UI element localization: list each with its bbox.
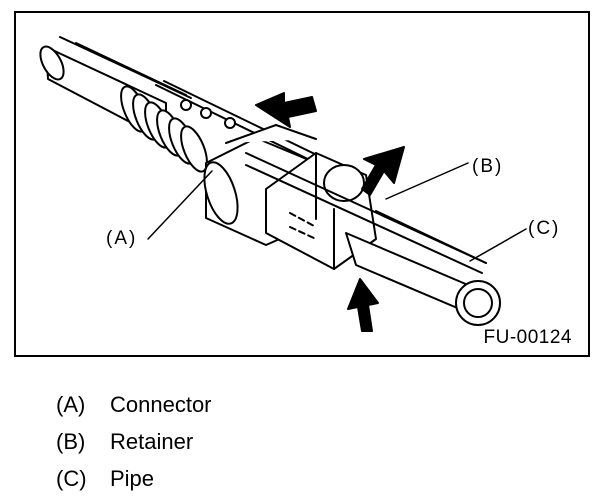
legend-label: Retainer xyxy=(110,428,194,454)
callout-c: (C) xyxy=(528,218,561,239)
pipe-right xyxy=(345,210,501,326)
figure-frame: (A) (B) (C) FU-00124 xyxy=(14,11,590,357)
leader-line-b xyxy=(385,162,469,200)
figure-code: FU-00124 xyxy=(483,327,572,348)
corrugation xyxy=(120,85,208,173)
callout-a: (A) xyxy=(106,228,138,249)
callout-b: (B) xyxy=(472,156,504,177)
pipe-rod xyxy=(245,152,487,274)
legend-key: (A) xyxy=(56,391,86,417)
legend-item: (B) Retainer xyxy=(56,423,212,460)
leader-line-a xyxy=(147,170,213,240)
legend-item: (A) Connector xyxy=(56,386,212,423)
connector-illustration xyxy=(39,36,527,332)
legend: (A) Connector (B) Retainer (C) Pipe xyxy=(56,386,212,497)
legend-key: (B) xyxy=(56,428,86,454)
pipe-upper-ridge xyxy=(155,80,322,164)
arrow-up-left xyxy=(255,92,317,128)
legend-item: (C) Pipe xyxy=(56,460,212,497)
legend-key: (C) xyxy=(56,465,87,491)
legend-label: Pipe xyxy=(110,465,155,491)
legend-label: Connector xyxy=(110,391,212,417)
leader-line-c xyxy=(469,228,527,262)
arrow-down-left xyxy=(361,146,405,196)
arrow-up xyxy=(347,278,379,332)
